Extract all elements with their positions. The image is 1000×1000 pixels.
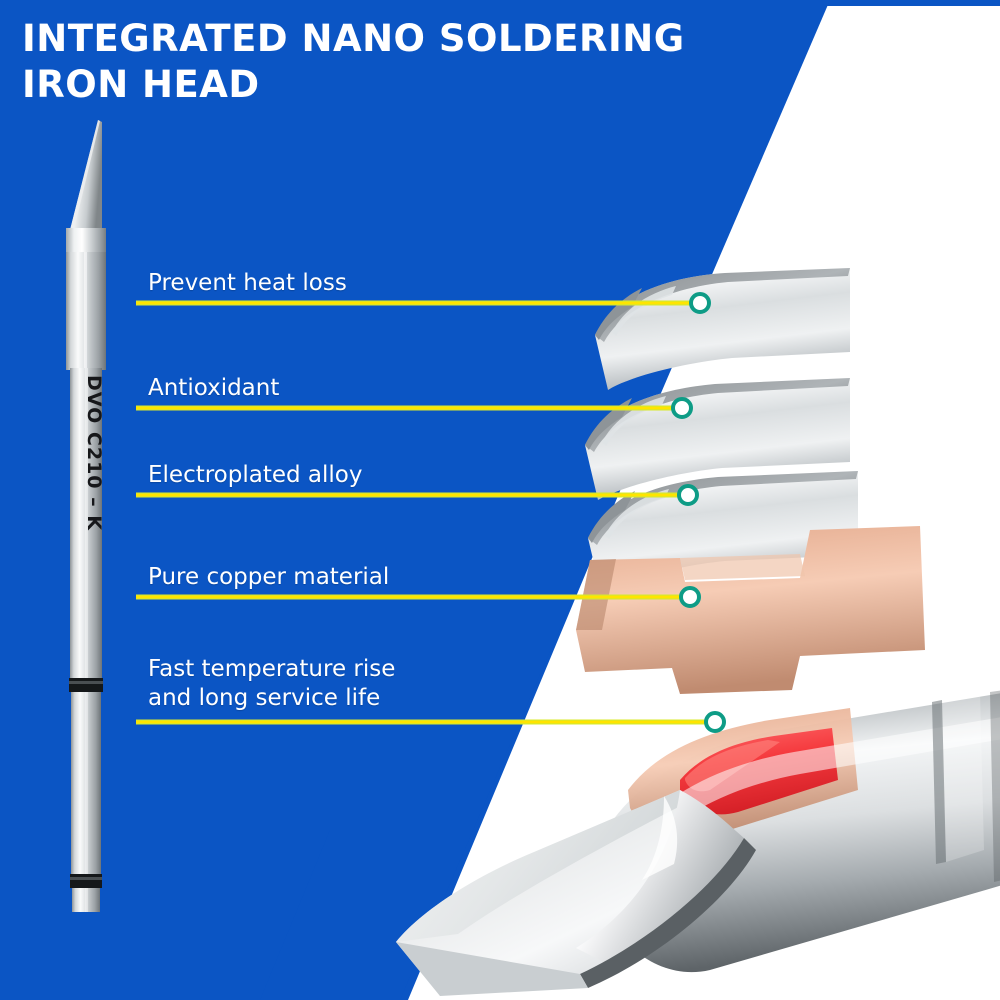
- exploded-layer-diagram: [380, 90, 1000, 1000]
- magnified-tip-blade: [396, 790, 756, 996]
- soldering-iron-tip-illustration: DVO C210 – K: [40, 112, 140, 912]
- callout-pure-copper-material: Pure copper material: [148, 564, 568, 596]
- layer-outer-shell: [595, 268, 850, 390]
- page-title: INTEGRATED NANO SOLDERING IRON HEAD: [22, 17, 685, 106]
- callout-prevent-heat-loss: Prevent heat loss: [148, 270, 568, 302]
- callout-label-2: Antioxidant: [148, 375, 280, 401]
- callout-label-3: Electroplated alloy: [148, 462, 363, 488]
- callout-fast-temperature-rise: Fast temperature rise and long service l…: [148, 655, 568, 717]
- tip-marking-text: DVO C210 – K: [83, 375, 105, 531]
- callout-electroplated-alloy: Electroplated alloy: [148, 462, 568, 494]
- callout-label-1: Prevent heat loss: [148, 270, 347, 296]
- callout-label-5: Fast temperature rise and long service l…: [148, 656, 396, 711]
- callout-antioxidant: Antioxidant: [148, 375, 568, 407]
- callout-label-4: Pure copper material: [148, 564, 390, 590]
